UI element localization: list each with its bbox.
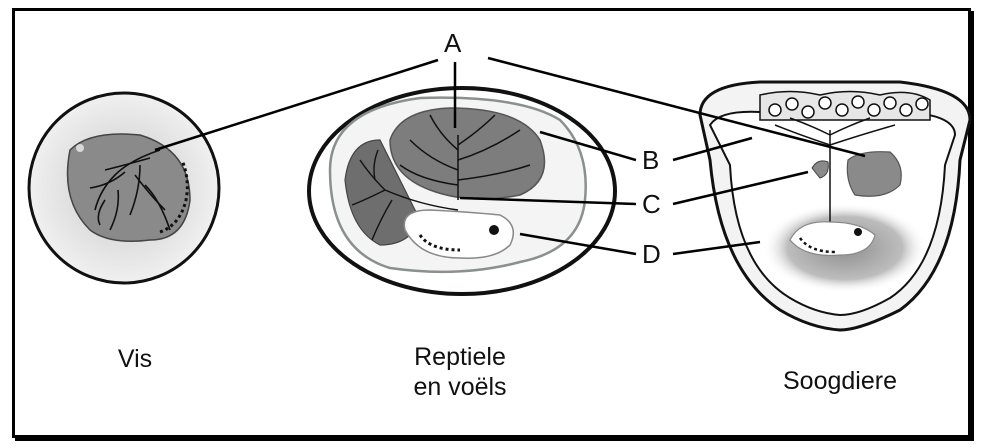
caption-reptile-line2: en voëls: [380, 372, 540, 402]
label-d: D: [642, 241, 661, 267]
reptile-egg: [309, 88, 615, 294]
fish-egg: [29, 93, 219, 283]
label-a: A: [444, 30, 461, 56]
label-c: C: [642, 191, 661, 217]
mammal-amnion: [790, 222, 875, 256]
mammal-allantois: [847, 152, 901, 197]
caption-reptile: Reptiele en voëls: [380, 342, 540, 402]
mammal-placenta-villi: [760, 92, 930, 121]
label-b: B: [642, 147, 659, 173]
caption-reptile-line1: Reptiele: [380, 342, 540, 372]
mammal-uterus: [700, 82, 970, 330]
caption-mammal: Soogdiere: [750, 366, 930, 396]
reptile-embryo-eye: [489, 225, 499, 235]
fish-eye: [76, 144, 84, 152]
mammal-embryo-eye: [854, 228, 862, 236]
caption-fish: Vis: [80, 344, 190, 374]
